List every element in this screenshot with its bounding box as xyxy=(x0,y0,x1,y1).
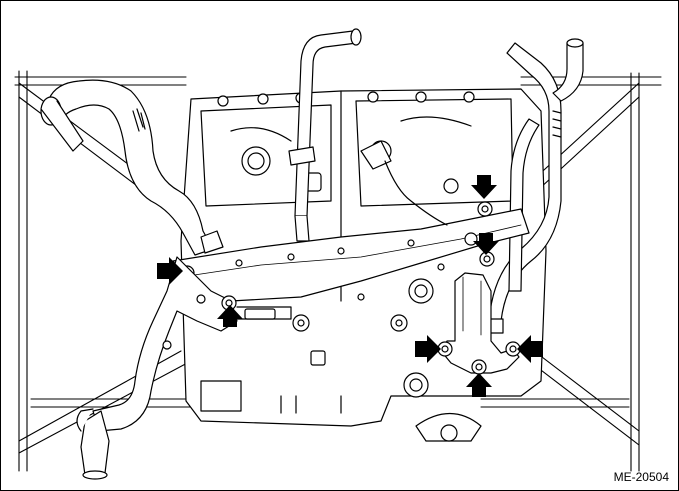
arrow-markers xyxy=(157,175,543,397)
upper-left-hose xyxy=(40,79,224,256)
lower-right-pipe xyxy=(437,272,521,375)
arrow-icon xyxy=(217,305,243,327)
coolant-pipe xyxy=(172,201,530,302)
figure-code: ME-20504 xyxy=(613,470,669,484)
upper-center-hose xyxy=(288,28,362,242)
arrow-icon xyxy=(471,175,497,199)
arrow-icon xyxy=(473,233,499,255)
arrow-icon xyxy=(157,257,183,285)
arrow-icon xyxy=(517,335,543,363)
arrow-icon xyxy=(466,373,492,397)
sensor-harness xyxy=(360,140,448,226)
lower-left-pipe xyxy=(76,256,292,480)
arrow-icon xyxy=(415,335,441,363)
